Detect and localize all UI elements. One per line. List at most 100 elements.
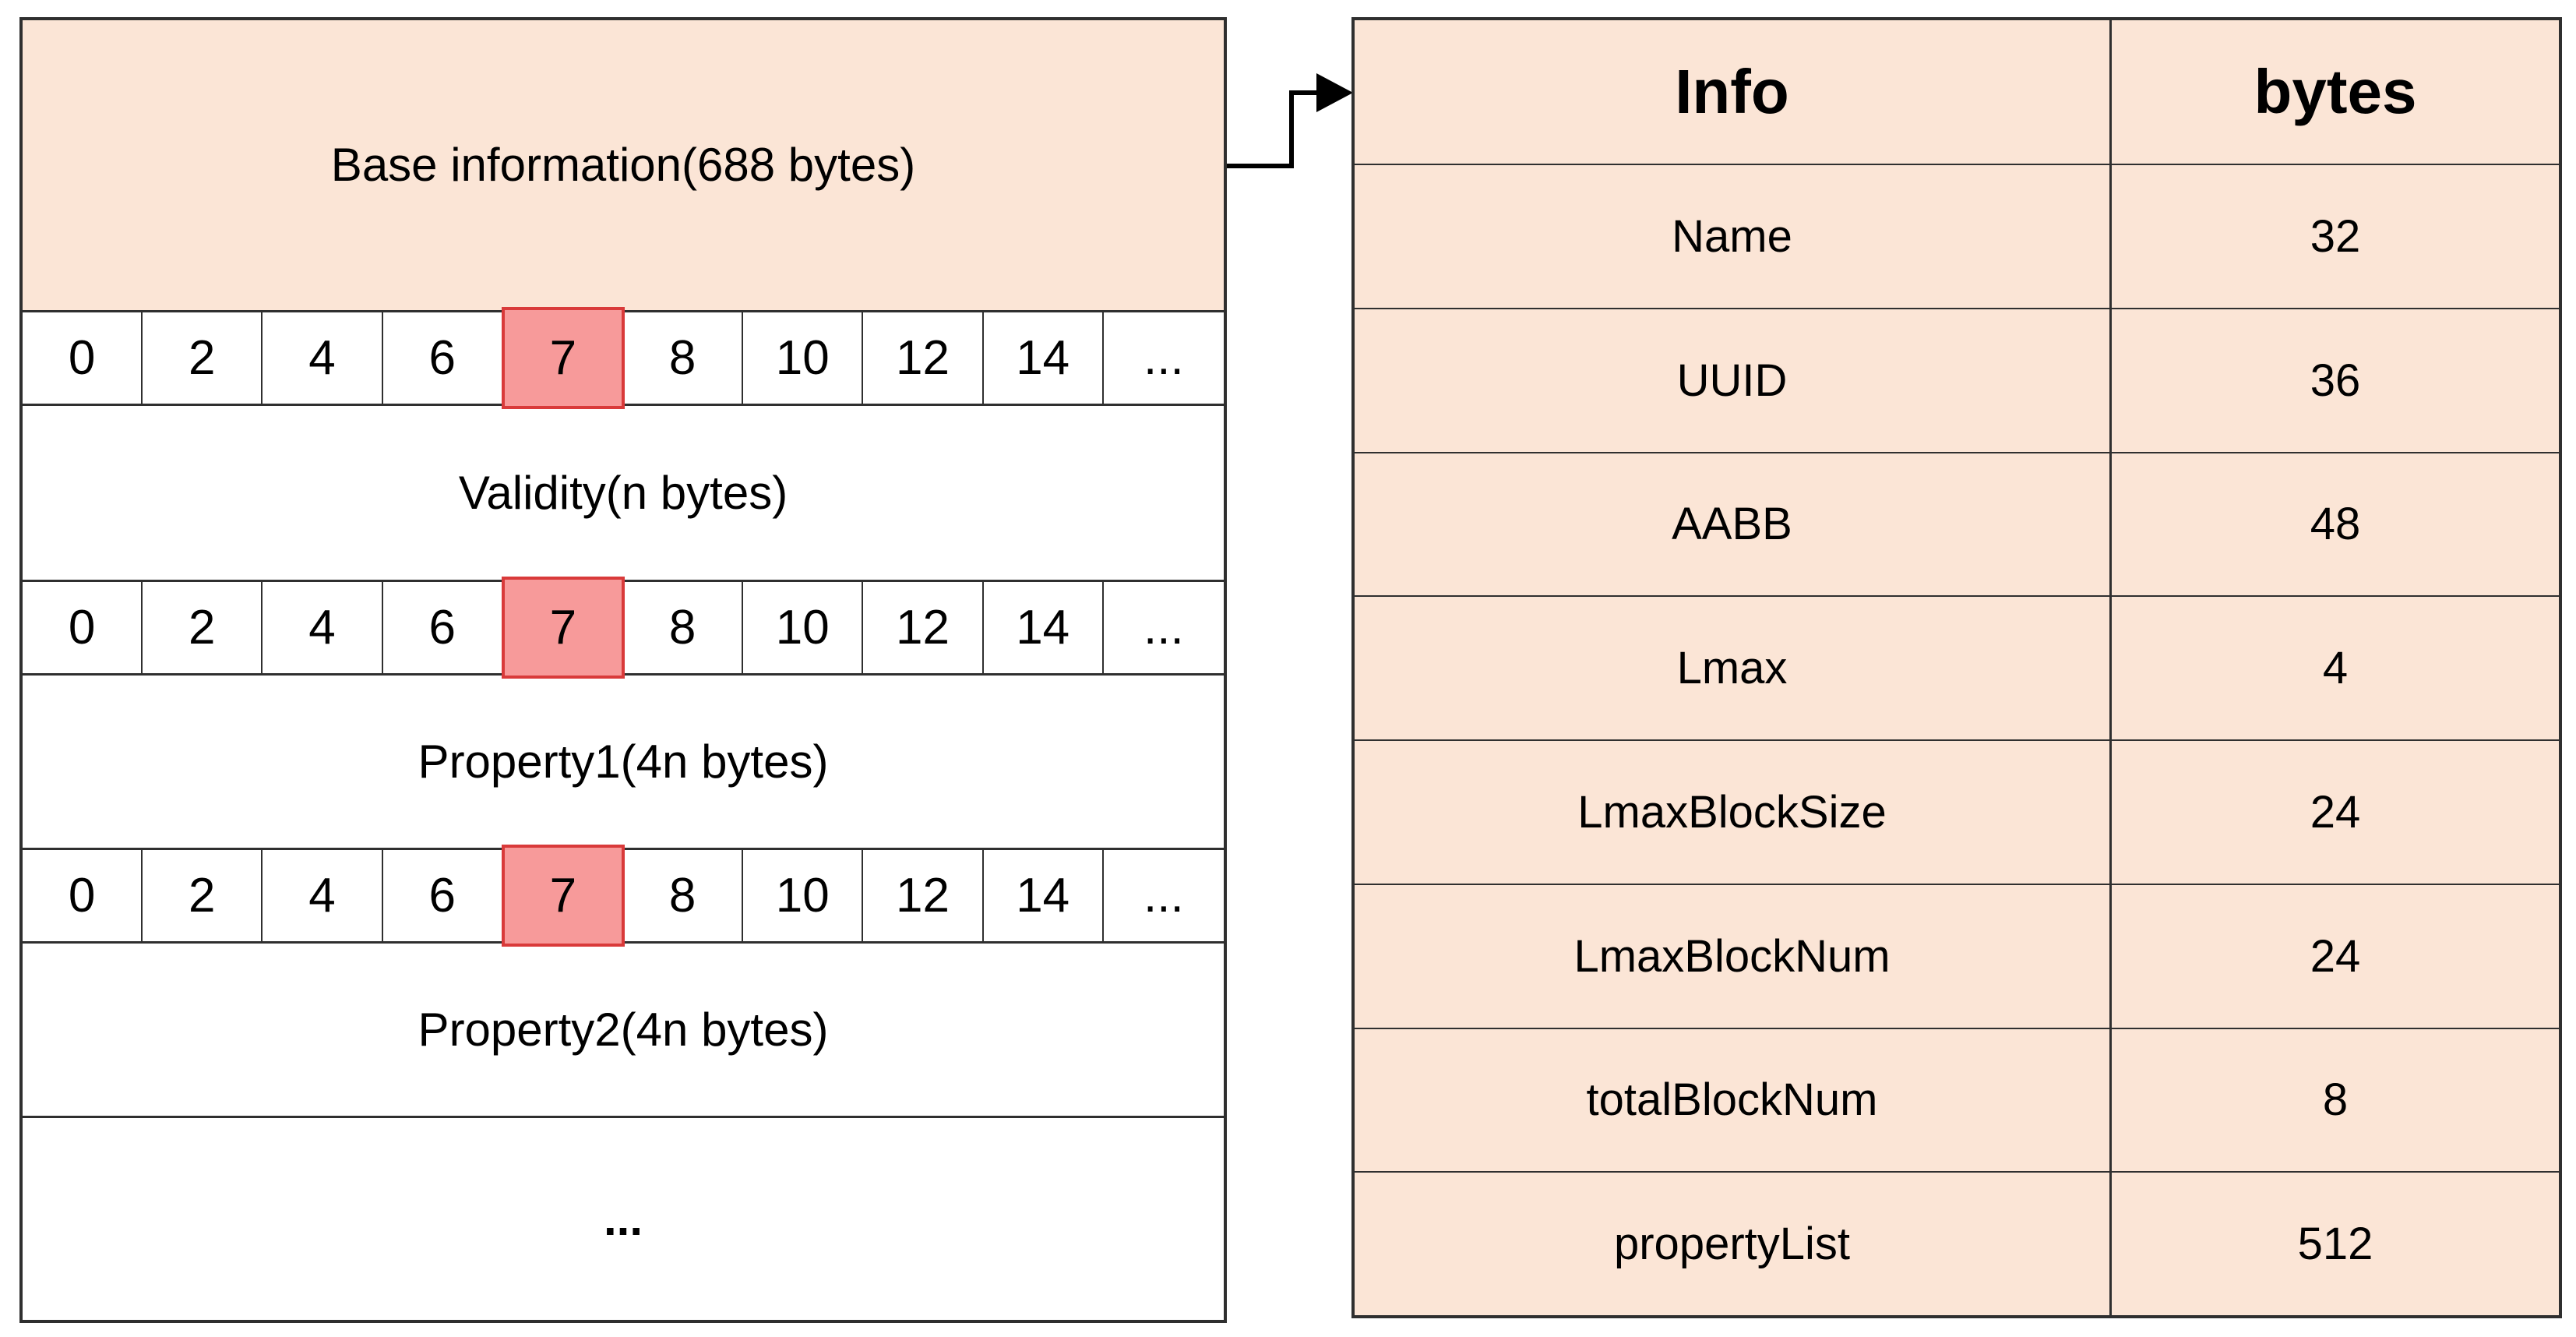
bytes-cell: 512: [2297, 1219, 2373, 1270]
byte-offset-value: 6: [428, 331, 456, 385]
info-table-row: UUID 36: [1355, 307, 2559, 452]
byte-offset-value: 10: [775, 869, 830, 922]
bytes-cell: 24: [2310, 786, 2361, 838]
info-table-row: Name 32: [1355, 164, 2559, 308]
byte-offset-cell: 7: [501, 577, 625, 679]
arrowhead-icon: [1316, 73, 1353, 112]
bytes-cell: 48: [2310, 499, 2361, 550]
byte-offset-value: 8: [668, 601, 696, 654]
ellipsis-label: ...: [603, 1192, 643, 1245]
property2-cell: Property2(4n bytes): [23, 941, 1224, 1116]
bytes-cell: 36: [2310, 355, 2361, 406]
byte-offset-value: 4: [308, 869, 336, 922]
byte-offset-value: 8: [668, 331, 696, 385]
byte-offset-cell: 7: [501, 845, 625, 947]
base-information-label: Base information(688 bytes): [330, 139, 916, 191]
byte-offset-cell: 14: [984, 312, 1104, 404]
byte-offset-value: ...: [1144, 601, 1184, 654]
byte-offset-value: 12: [896, 601, 950, 654]
byte-offset-cell: 8: [623, 582, 744, 673]
byte-offset-value: 7: [549, 869, 577, 922]
validity-cell: Validity(n bytes): [23, 404, 1224, 580]
byte-offset-cell: 0: [23, 582, 143, 673]
info-table-body: Name 32 UUID 36 AABB 48 Lmax 4 LmaxBlock…: [1355, 164, 2559, 1315]
byte-offset-value: 14: [1016, 601, 1070, 654]
byte-offset-value: 8: [668, 869, 696, 922]
byte-offset-cell: 12: [863, 582, 984, 673]
byte-offset-cell: 7: [501, 307, 625, 409]
info-table: Info bytes Name 32 UUID 36 AABB 48 Lmax …: [1351, 17, 2562, 1318]
byte-offset-cell: 10: [743, 582, 864, 673]
byte-offset-cell: 2: [143, 582, 263, 673]
byte-offset-value: ...: [1144, 869, 1184, 922]
byte-offset-cell: 4: [263, 312, 383, 404]
byte-offset-cell: 10: [743, 312, 864, 404]
byte-offset-cell: 2: [143, 312, 263, 404]
ellipsis-cell: ...: [23, 1116, 1224, 1320]
bytes-header-cell: bytes: [2254, 57, 2417, 126]
byte-offset-cell: 14: [984, 582, 1104, 673]
byte-offset-cell: 10: [743, 850, 864, 941]
property2-label: Property2(4n bytes): [418, 1003, 829, 1056]
byte-offset-cell: 4: [263, 582, 383, 673]
byte-offset-cell: 12: [863, 850, 984, 941]
byte-offset-cell: 6: [383, 582, 503, 673]
byte-offset-value: 0: [68, 869, 96, 922]
info-table-row: LmaxBlockNum 24: [1355, 883, 2559, 1028]
byte-offset-value: 10: [775, 601, 830, 654]
byte-offset-value: 2: [189, 601, 216, 654]
byte-offset-value: 14: [1016, 869, 1070, 922]
info-cell: Lmax: [1355, 597, 2112, 739]
info-table-row: AABB 48: [1355, 451, 2559, 596]
byte-offset-cell: 0: [23, 850, 143, 941]
byte-offset-value: 12: [896, 869, 950, 922]
validity-label: Validity(n bytes): [458, 466, 788, 519]
byte-offset-cell: 2: [143, 850, 263, 941]
byte-offset-row-1: 0 2 4 6 7 8 10 12 14 ...: [23, 307, 1224, 409]
byte-offset-cell: 8: [623, 850, 744, 941]
byte-offset-cell: 14: [984, 850, 1104, 941]
byte-offset-value: 0: [68, 601, 96, 654]
byte-offset-cell: 4: [263, 850, 383, 941]
byte-offset-value: 4: [308, 601, 336, 654]
info-cell: LmaxBlockSize: [1355, 741, 2112, 884]
info-cell: UUID: [1355, 309, 2112, 452]
info-cell: propertyList: [1355, 1173, 2112, 1315]
byte-offset-value: 7: [549, 331, 577, 385]
byte-offset-value: 6: [428, 869, 456, 922]
bytes-cell: 24: [2310, 930, 2361, 982]
byte-offset-cell: 12: [863, 312, 984, 404]
bytes-cell: 8: [2322, 1074, 2349, 1126]
byte-offset-value: 10: [775, 331, 830, 385]
info-cell: AABB: [1355, 453, 2112, 596]
byte-offset-cell: 0: [23, 312, 143, 404]
byte-offset-value: 2: [189, 869, 216, 922]
byte-offset-cell: 6: [383, 312, 503, 404]
bytes-cell: 4: [2322, 643, 2349, 694]
byte-offset-cell: 8: [623, 312, 744, 404]
info-table-row: totalBlockNum 8: [1355, 1027, 2559, 1172]
base-information-cell: Base information(688 bytes): [23, 20, 1224, 310]
memory-layout-block: Base information(688 bytes) 0 2 4 6 7 8 …: [19, 17, 1227, 1323]
byte-offset-row-3: 0 2 4 6 7 8 10 12 14 ...: [23, 845, 1224, 947]
byte-offset-value: 7: [549, 601, 577, 654]
connector-line: [1227, 90, 1320, 168]
info-table-header-row: Info bytes: [1355, 20, 2559, 164]
byte-offset-cell: ...: [1104, 850, 1224, 941]
info-cell: totalBlockNum: [1355, 1028, 2112, 1172]
byte-offset-value: 4: [308, 331, 336, 385]
byte-offset-value: 2: [189, 331, 216, 385]
info-table-row: propertyList 512: [1355, 1171, 2559, 1315]
byte-offset-row-2: 0 2 4 6 7 8 10 12 14 ...: [23, 577, 1224, 679]
info-header-cell: Info: [1355, 20, 2112, 164]
property1-label: Property1(4n bytes): [418, 735, 829, 788]
byte-offset-value: 0: [68, 331, 96, 385]
info-table-row: Lmax 4: [1355, 595, 2559, 739]
info-table-row: LmaxBlockSize 24: [1355, 739, 2559, 884]
byte-offset-cell: ...: [1104, 312, 1224, 404]
byte-offset-value: 14: [1016, 331, 1070, 385]
byte-offset-value: 6: [428, 601, 456, 654]
byte-offset-cell: ...: [1104, 582, 1224, 673]
bytes-cell: 32: [2310, 210, 2361, 262]
